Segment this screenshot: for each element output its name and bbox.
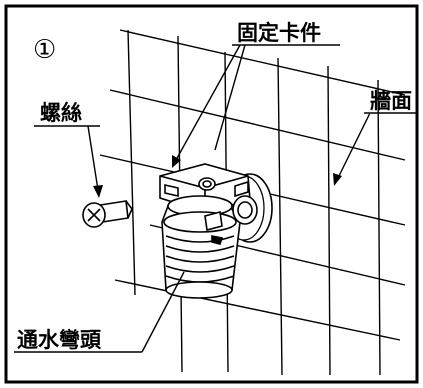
elbow-leader xyxy=(141,271,185,353)
wall-label: 牆面 xyxy=(370,89,412,113)
wall-leader xyxy=(337,112,371,179)
bracket-leader-2 xyxy=(214,44,246,151)
wall-leader-arrow xyxy=(333,173,342,186)
step-number: ① xyxy=(33,35,56,65)
screw-leader-arrow xyxy=(93,185,103,198)
bracket-label: 固定卡件 xyxy=(237,21,321,45)
bracket-leader xyxy=(175,44,241,161)
bracket-leader-arrow xyxy=(172,155,181,168)
wall-tile-lines xyxy=(99,29,406,341)
screw-leader xyxy=(87,125,99,191)
water-elbow xyxy=(161,195,258,299)
wall-vertical-lines xyxy=(127,29,381,376)
elbow-label: 通水彎頭 xyxy=(17,328,102,352)
screw xyxy=(82,200,133,228)
screw-label: 螺絲 xyxy=(40,101,82,125)
